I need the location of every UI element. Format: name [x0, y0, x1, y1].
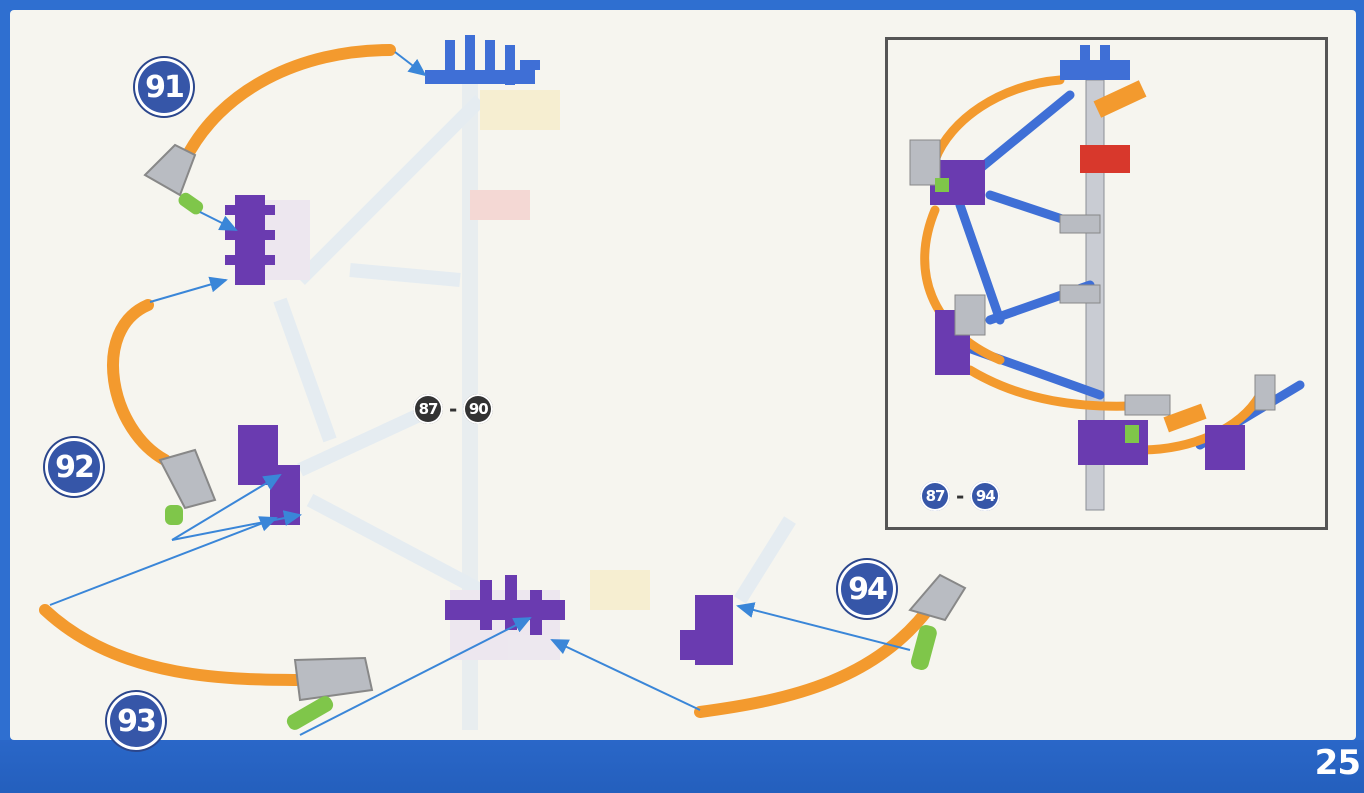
step-93-parts	[39, 516, 565, 736]
page-number: 25	[1314, 743, 1361, 783]
inset-step-range-label: 87 - 94	[920, 481, 1001, 511]
page-footer-band	[0, 740, 1364, 793]
range-separator: -	[956, 484, 965, 508]
purple-connector	[225, 195, 275, 285]
purple-connector	[680, 595, 733, 665]
range-end: 90	[463, 394, 494, 424]
blue-connector	[425, 35, 540, 85]
completed-view-inset	[885, 37, 1328, 530]
instruction-page	[10, 10, 1356, 740]
range-start: 87	[920, 481, 950, 511]
range-start: 87	[413, 394, 443, 424]
step-94-parts	[550, 573, 967, 718]
step-number-badge: 94	[838, 560, 896, 618]
step-range-label: 87 - 90	[413, 394, 494, 424]
step-92-parts	[107, 276, 302, 541]
step-number-badge: 92	[45, 438, 103, 496]
purple-connector	[445, 575, 565, 635]
step-number-badge: 91	[135, 58, 193, 116]
range-separator: -	[449, 397, 458, 421]
step-91-parts	[143, 35, 540, 285]
step-number-badge: 93	[107, 692, 165, 750]
range-end: 94	[970, 481, 1001, 511]
